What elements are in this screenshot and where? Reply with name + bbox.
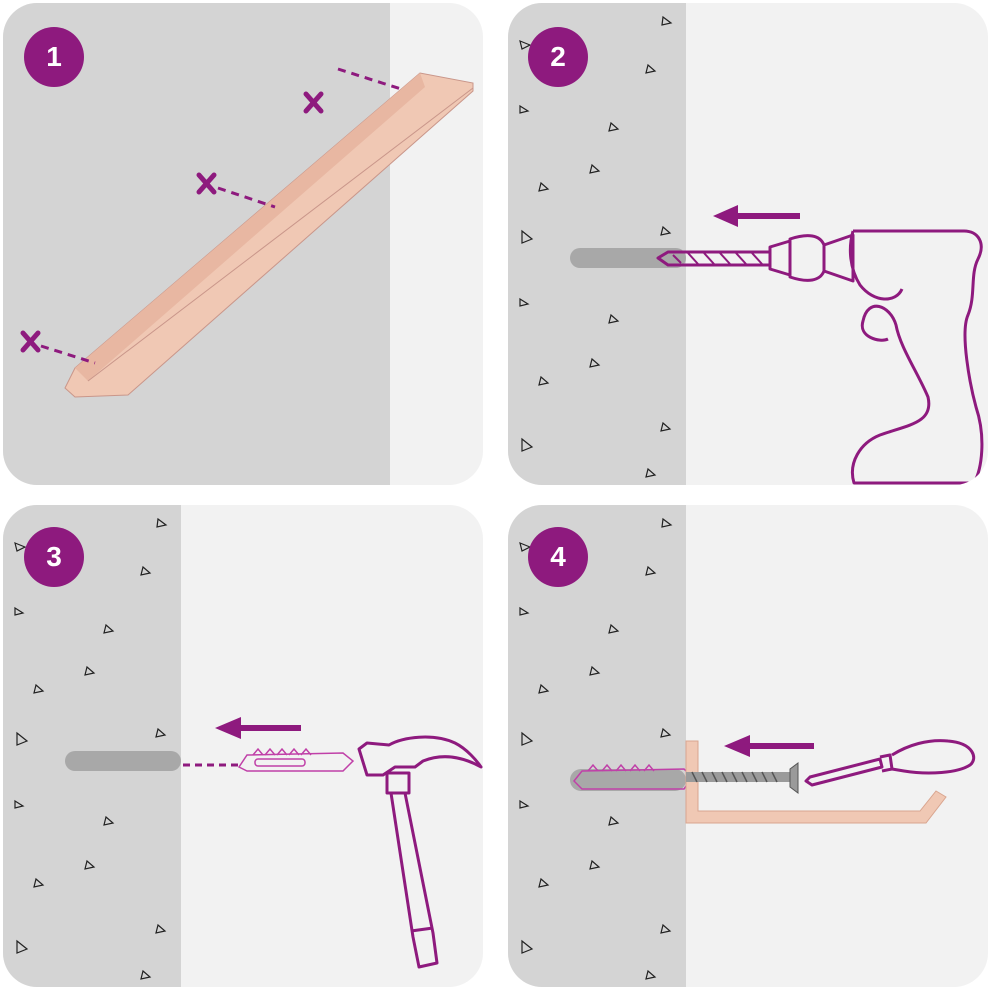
screwdriver-icon [804,739,976,787]
step-number-badge: 1 [24,27,84,87]
step-1-illustration [3,3,474,485]
drill-icon [656,229,984,485]
wall [3,505,181,987]
step-2-illustration [508,3,984,485]
drill-hole [65,751,181,771]
drill-hole [570,769,686,791]
concrete-texture [14,517,168,980]
shelf-bracket [685,740,947,824]
hammer-icon [357,735,483,969]
arrow-left-icon [713,205,800,227]
wall [508,505,686,987]
step-4-illustration [508,505,976,987]
step-number-badge: 2 [528,27,588,87]
screw-icon [686,762,799,794]
shelf-icon [64,72,474,398]
concrete-texture [519,517,673,980]
drill-hole [570,248,686,268]
step-1-panel: 1 [3,3,483,485]
x-mark-icon [20,91,324,353]
arrow-left-icon [724,735,814,757]
step-3-panel: 3 [3,505,483,987]
step-3-illustration [3,505,483,987]
wall [508,3,686,485]
step-4-panel: 4 [508,505,988,987]
step-number-badge: 3 [24,527,84,587]
step-number-badge: 4 [528,527,588,587]
wall-plug-icon [237,747,355,772]
arrow-left-icon [215,717,301,739]
step-2-panel: 2 [508,3,988,485]
concrete-texture [519,15,673,478]
mark-positions [20,67,402,365]
